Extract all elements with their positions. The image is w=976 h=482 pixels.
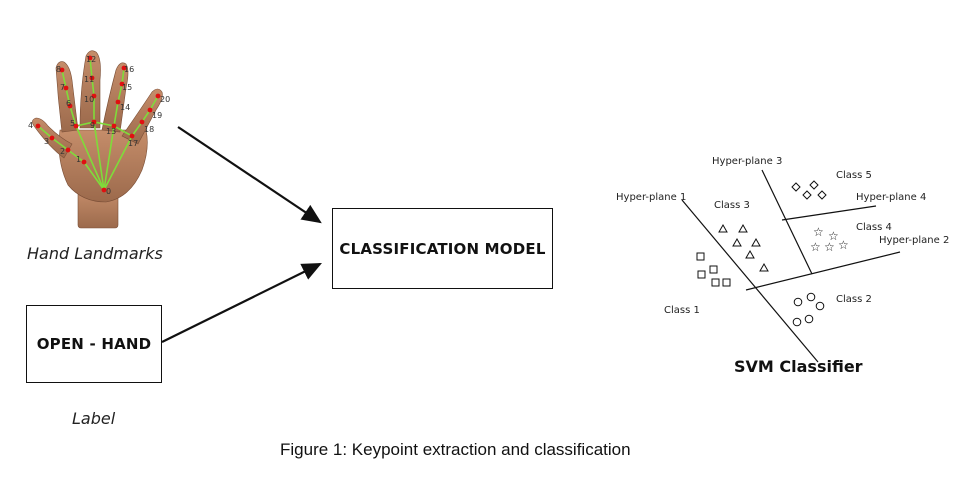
landmark-number: 17 bbox=[128, 139, 138, 148]
label-caption: Label bbox=[72, 409, 116, 428]
class-3-label: Class 3 bbox=[714, 200, 750, 211]
landmark-number: 2 bbox=[60, 147, 65, 156]
hyperplane-4-line bbox=[781, 205, 877, 221]
landmark-number: 9 bbox=[90, 121, 95, 130]
landmark-number: 15 bbox=[122, 83, 132, 92]
arrow-hand-to-model bbox=[177, 126, 322, 224]
hyperplane-2-label: Hyper-plane 2 bbox=[879, 235, 949, 246]
landmark-number: 11 bbox=[84, 75, 94, 84]
landmark-number: 20 bbox=[160, 95, 170, 104]
hyperplane-1-line bbox=[681, 199, 819, 363]
landmark-number: 14 bbox=[120, 103, 130, 112]
landmark-number: 6 bbox=[66, 99, 71, 108]
hand-shape bbox=[32, 50, 163, 229]
hyperplane-1-label: Hyper-plane 1 bbox=[616, 192, 686, 203]
class-1-points bbox=[696, 252, 731, 287]
landmark-number: 3 bbox=[44, 137, 49, 146]
label-box: OPEN - HAND bbox=[26, 305, 162, 383]
landmark-number: 0 bbox=[106, 187, 111, 196]
landmark-number: 16 bbox=[124, 65, 134, 74]
figure-caption: Figure 1: Keypoint extraction and classi… bbox=[280, 440, 631, 459]
landmark-number: 10 bbox=[84, 95, 94, 104]
landmark-number: 19 bbox=[152, 111, 162, 120]
hyperplane-3-label: Hyper-plane 3 bbox=[712, 156, 782, 167]
svg-text:☆: ☆ bbox=[828, 229, 839, 243]
hyperplane-2-line bbox=[745, 251, 901, 291]
landmark-number: 1 bbox=[76, 155, 81, 164]
arrow-label-to-model bbox=[161, 263, 322, 343]
hyperplane-3-line bbox=[761, 169, 813, 275]
class-5-points bbox=[791, 180, 827, 200]
classification-model-box: CLASSIFICATION MODEL bbox=[332, 208, 553, 289]
svm-classifier-diagram: Hyper-plane 1 Hyper-plane 2 Hyper-plane … bbox=[616, 156, 949, 376]
landmark-number: 5 bbox=[70, 119, 75, 128]
class-1-label: Class 1 bbox=[664, 305, 700, 316]
class-3-points bbox=[718, 223, 769, 272]
svg-text:☆: ☆ bbox=[810, 240, 821, 254]
landmark-number: 7 bbox=[60, 83, 65, 92]
classification-model-text: CLASSIFICATION MODEL bbox=[339, 239, 546, 258]
class-2-label: Class 2 bbox=[836, 294, 872, 305]
svm-title: SVM Classifier bbox=[734, 357, 863, 376]
svg-text:☆: ☆ bbox=[824, 240, 835, 254]
svg-text:☆: ☆ bbox=[838, 238, 849, 252]
landmark-number: 18 bbox=[144, 125, 154, 134]
class-2-points bbox=[792, 292, 825, 327]
class-4-label: Class 4 bbox=[856, 222, 892, 233]
svg-text:☆: ☆ bbox=[813, 225, 824, 239]
landmark-number: 12 bbox=[86, 55, 96, 64]
landmark-number: 13 bbox=[106, 127, 116, 136]
landmark-number: 4 bbox=[28, 121, 33, 130]
label-box-text: OPEN - HAND bbox=[36, 335, 152, 353]
class-4-points: ☆☆ ☆☆☆ bbox=[810, 225, 849, 254]
landmark-number: 8 bbox=[56, 65, 61, 74]
landmark-numbers: 0 1 2 3 4 5 6 7 8 9 10 11 12 13 14 15 16… bbox=[28, 55, 170, 196]
class-5-label: Class 5 bbox=[836, 170, 872, 181]
landmark-dots bbox=[35, 55, 161, 193]
hand-landmarks-caption: Hand Landmarks bbox=[27, 244, 163, 263]
hand-landmarks-image: 0 1 2 3 4 5 6 7 8 9 10 11 12 13 14 15 16… bbox=[28, 50, 170, 229]
hyperplane-4-label: Hyper-plane 4 bbox=[856, 192, 926, 203]
